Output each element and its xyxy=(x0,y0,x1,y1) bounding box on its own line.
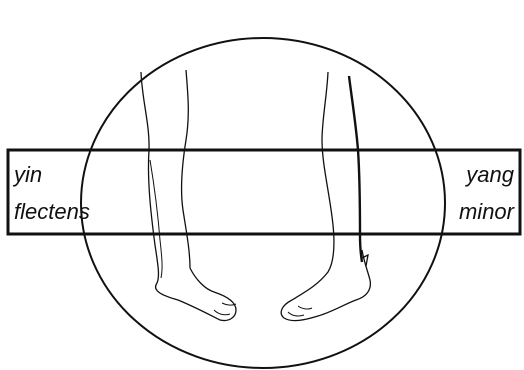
right-leg-outer-contour xyxy=(281,72,370,321)
label-minor: minor xyxy=(459,199,516,224)
right-toes xyxy=(288,306,312,316)
enclosing-circle xyxy=(81,38,445,368)
left-toes xyxy=(214,303,236,315)
label-flectens: flectens xyxy=(14,199,90,224)
label-yang: yang xyxy=(464,162,514,187)
label-yin: yin xyxy=(12,162,42,187)
left-leg-inner-contour xyxy=(182,70,190,268)
